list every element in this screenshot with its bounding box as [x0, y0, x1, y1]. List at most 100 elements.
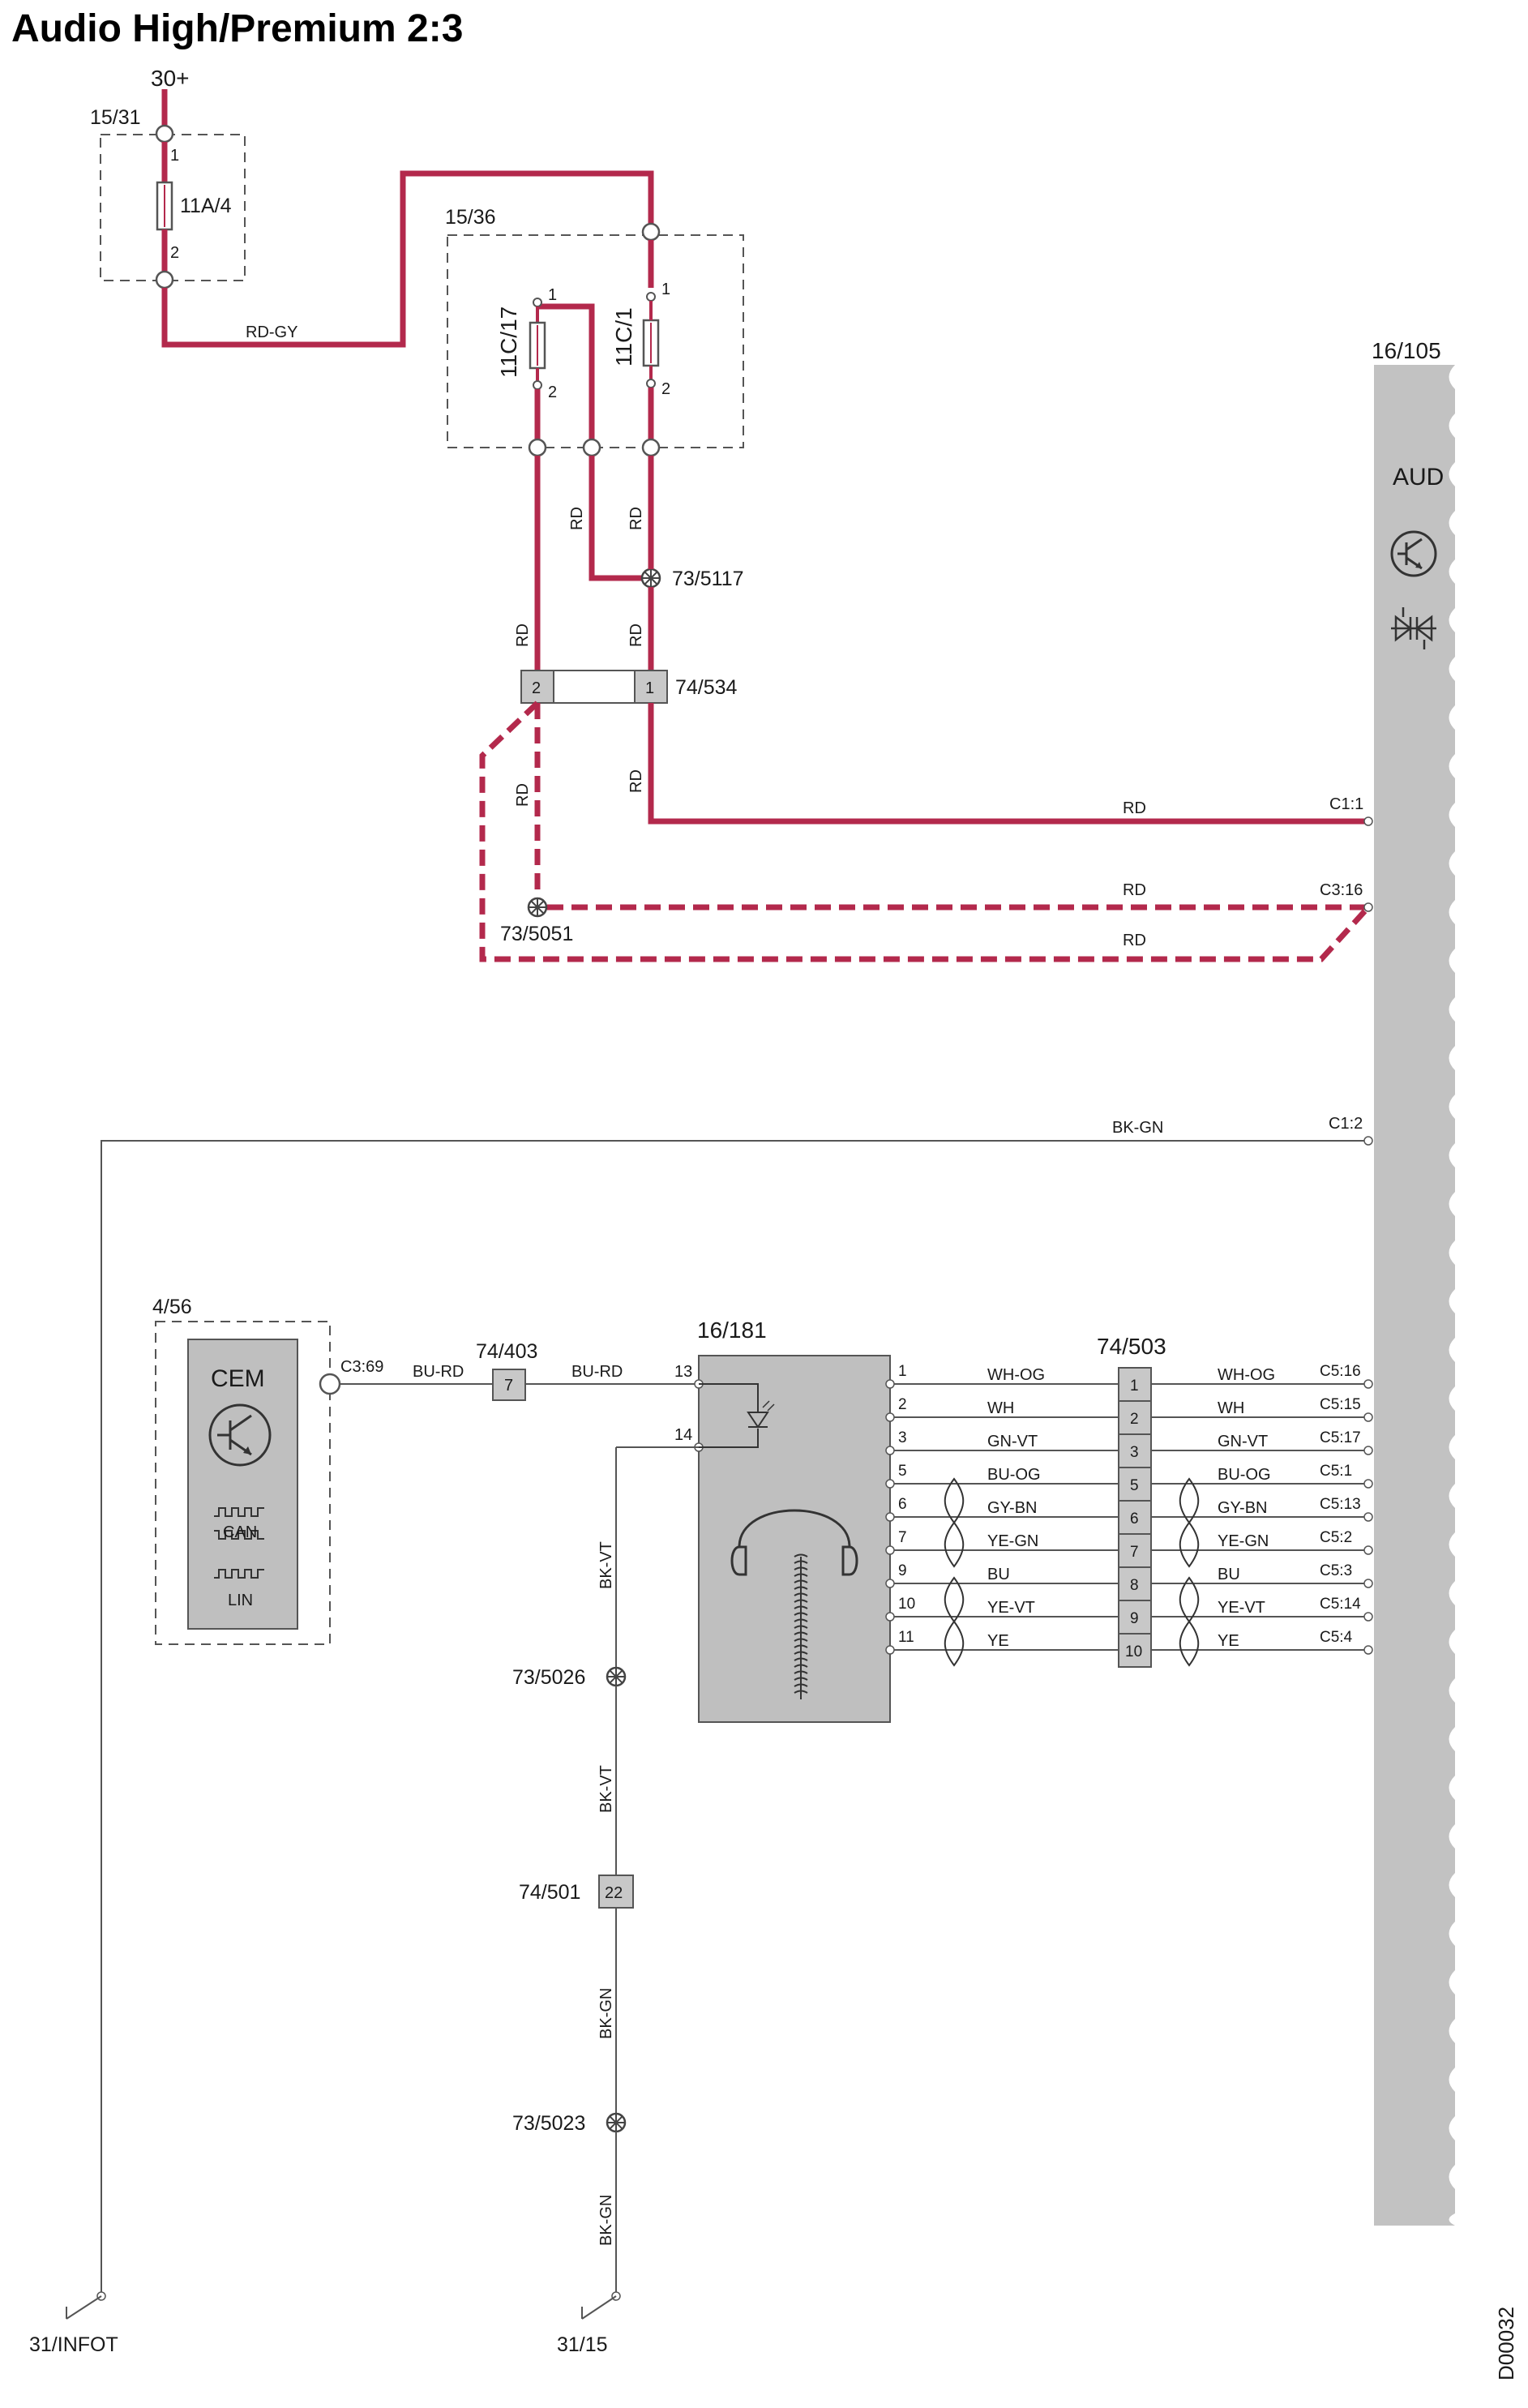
aud-pin-terminal: [1363, 1446, 1373, 1455]
connector-74-534[interactable]: [520, 670, 668, 704]
connector-74-501[interactable]: [598, 1875, 634, 1909]
wire-color-left: BU: [987, 1566, 1010, 1583]
connector-74-503-pin: 6: [1130, 1510, 1139, 1527]
aud-pin-label: C5:15: [1320, 1396, 1361, 1413]
wire-rd-gy: [161, 170, 654, 348]
wire-color-left: YE-VT: [987, 1599, 1035, 1617]
aud-pin-terminal: [1363, 1412, 1373, 1422]
audio-module-label: AUD: [1393, 464, 1444, 491]
wire-color-right: GN-VT: [1218, 1433, 1268, 1450]
connector-74-503-label: 74/503: [1097, 1334, 1166, 1359]
connector-74-403-label: 74/403: [476, 1340, 537, 1363]
splice-73-5026[interactable]: [606, 1666, 627, 1687]
connector-74-503-pin: 7: [1130, 1544, 1139, 1561]
aud-pin-c1-2: C1:2: [1329, 1115, 1363, 1133]
twisted-pair-icon: [944, 1477, 1200, 1667]
aud-pin-c3-16: C3:16: [1320, 881, 1363, 899]
diode-pair-icon: [1391, 607, 1436, 649]
wire-bk-gn-ground: [101, 1140, 1368, 2292]
wire-bk-gn-label-1: BK-GN: [1112, 1119, 1163, 1137]
cem-pin-c3-69: C3:69: [340, 1358, 383, 1376]
connector-74-501-pin: 22: [605, 1884, 623, 1902]
hp-output-pin: 6: [898, 1496, 907, 1513]
aud-pin-terminal: [1363, 1612, 1373, 1622]
aud-pin-label: C5:16: [1320, 1363, 1361, 1380]
fuse-11c-17-pin2: 2: [548, 383, 557, 401]
wire-color-left: GN-VT: [987, 1433, 1038, 1450]
ground-31-infot-label: 31/INFOT: [29, 2333, 118, 2356]
fuse-11c-1-pin1: 1: [661, 281, 670, 298]
hp-pin-terminal: [885, 1412, 895, 1422]
connector-74-503-pin: 2: [1130, 1411, 1139, 1428]
aud-pin-label: C5:4: [1320, 1629, 1353, 1646]
aud-pin-terminal: [1363, 1579, 1373, 1588]
fuse-11a-4-label: 11A/4: [180, 195, 232, 217]
splice-73-5023[interactable]: [606, 2112, 627, 2133]
wire-color-left: WH-OG: [987, 1366, 1045, 1384]
fuse-11c-1[interactable]: [642, 319, 660, 367]
connector-74-503-pin: 10: [1125, 1643, 1142, 1660]
hp-output-pin: 10: [898, 1596, 915, 1613]
wire-rd-label-5: RD: [627, 769, 645, 793]
connector-74-503-cell: [1118, 1633, 1152, 1668]
fuse-11c-17-pin1: 1: [548, 286, 557, 304]
wire-color-right: YE-GN: [1218, 1532, 1269, 1550]
connector-74-534-pin1: 1: [645, 679, 654, 697]
splice-73-5051[interactable]: [527, 897, 548, 918]
hp-pin-terminal: [885, 1512, 895, 1522]
wire-color-left: YE: [987, 1632, 1009, 1650]
connector-74-503-pin: 3: [1130, 1444, 1139, 1461]
lin-bus-icon: [214, 1569, 264, 1579]
wire-bk-gn-label-3: BK-GN: [597, 2195, 615, 2246]
cem-module[interactable]: [187, 1339, 298, 1630]
fuse-11c-1-label: 11C/1: [611, 307, 636, 366]
splice-73-5117-label: 73/5117: [672, 568, 744, 590]
aud-pin-terminal: [1363, 1512, 1373, 1522]
wire-rd-label-2: RD: [627, 507, 645, 530]
fuse-11a-4[interactable]: [156, 181, 173, 231]
cem-label: CEM: [211, 1365, 265, 1392]
page-title: Audio High/Premium 2:3: [11, 7, 464, 50]
hp-pin-terminal: [885, 1612, 895, 1622]
drawing-code: D00032: [1494, 2307, 1518, 2380]
wire-rd-label-6: RD: [1123, 799, 1146, 817]
headphone-unit-id: 16/181: [697, 1318, 767, 1343]
wire-color-right: YE: [1218, 1632, 1239, 1650]
aud-pin-terminal: [1363, 1545, 1373, 1555]
wire-rd-label-1: RD: [568, 507, 586, 530]
audio-module[interactable]: 16/105 AUD: [1372, 338, 1483, 2226]
ground-31-15[interactable]: [581, 2291, 621, 2320]
hp-pin-terminal: [885, 1479, 895, 1489]
connector-74-534-label: 74/534: [675, 676, 738, 699]
fuse-11c-17[interactable]: [529, 321, 546, 370]
can-label: CAN: [223, 1523, 257, 1541]
wire-color-left: WH: [987, 1399, 1014, 1417]
connector-74-503-cell: [1118, 1500, 1152, 1535]
aud-pin-label: C5:17: [1320, 1429, 1361, 1446]
connector-74-503-pin: 9: [1130, 1610, 1139, 1627]
wire-rd-gy-label: RD-GY: [246, 323, 297, 341]
cem-id: 4/56: [152, 1296, 192, 1318]
ground-31-15-label: 31/15: [557, 2333, 608, 2356]
wire-bu-rd-label-1: BU-RD: [413, 1363, 464, 1381]
transistor-icon: [1390, 530, 1437, 577]
wire-rd-5117: [589, 456, 644, 581]
lin-label: LIN: [228, 1592, 253, 1609]
wire-rd-label-4: RD: [514, 623, 532, 647]
ground-31-infot[interactable]: [66, 2291, 106, 2320]
splice-73-5117[interactable]: [640, 568, 661, 589]
wire-rd-dashed-2: [479, 701, 1371, 962]
fuse-11c-17-label: 11C/17: [496, 306, 521, 378]
splice-73-5051-label: 73/5051: [500, 923, 573, 945]
wire-color-right: YE-VT: [1218, 1599, 1265, 1617]
connector-74-534-pin2: 2: [532, 679, 541, 697]
fuse-11a-4-pin1: 1: [170, 147, 179, 165]
hp-output-pin: 7: [898, 1529, 907, 1546]
hp-pin-terminal: [885, 1579, 895, 1588]
hp-pin-terminal: [885, 1446, 895, 1455]
wire-rd-label-9: RD: [1123, 932, 1146, 949]
headphone-unit[interactable]: [698, 1355, 891, 1723]
